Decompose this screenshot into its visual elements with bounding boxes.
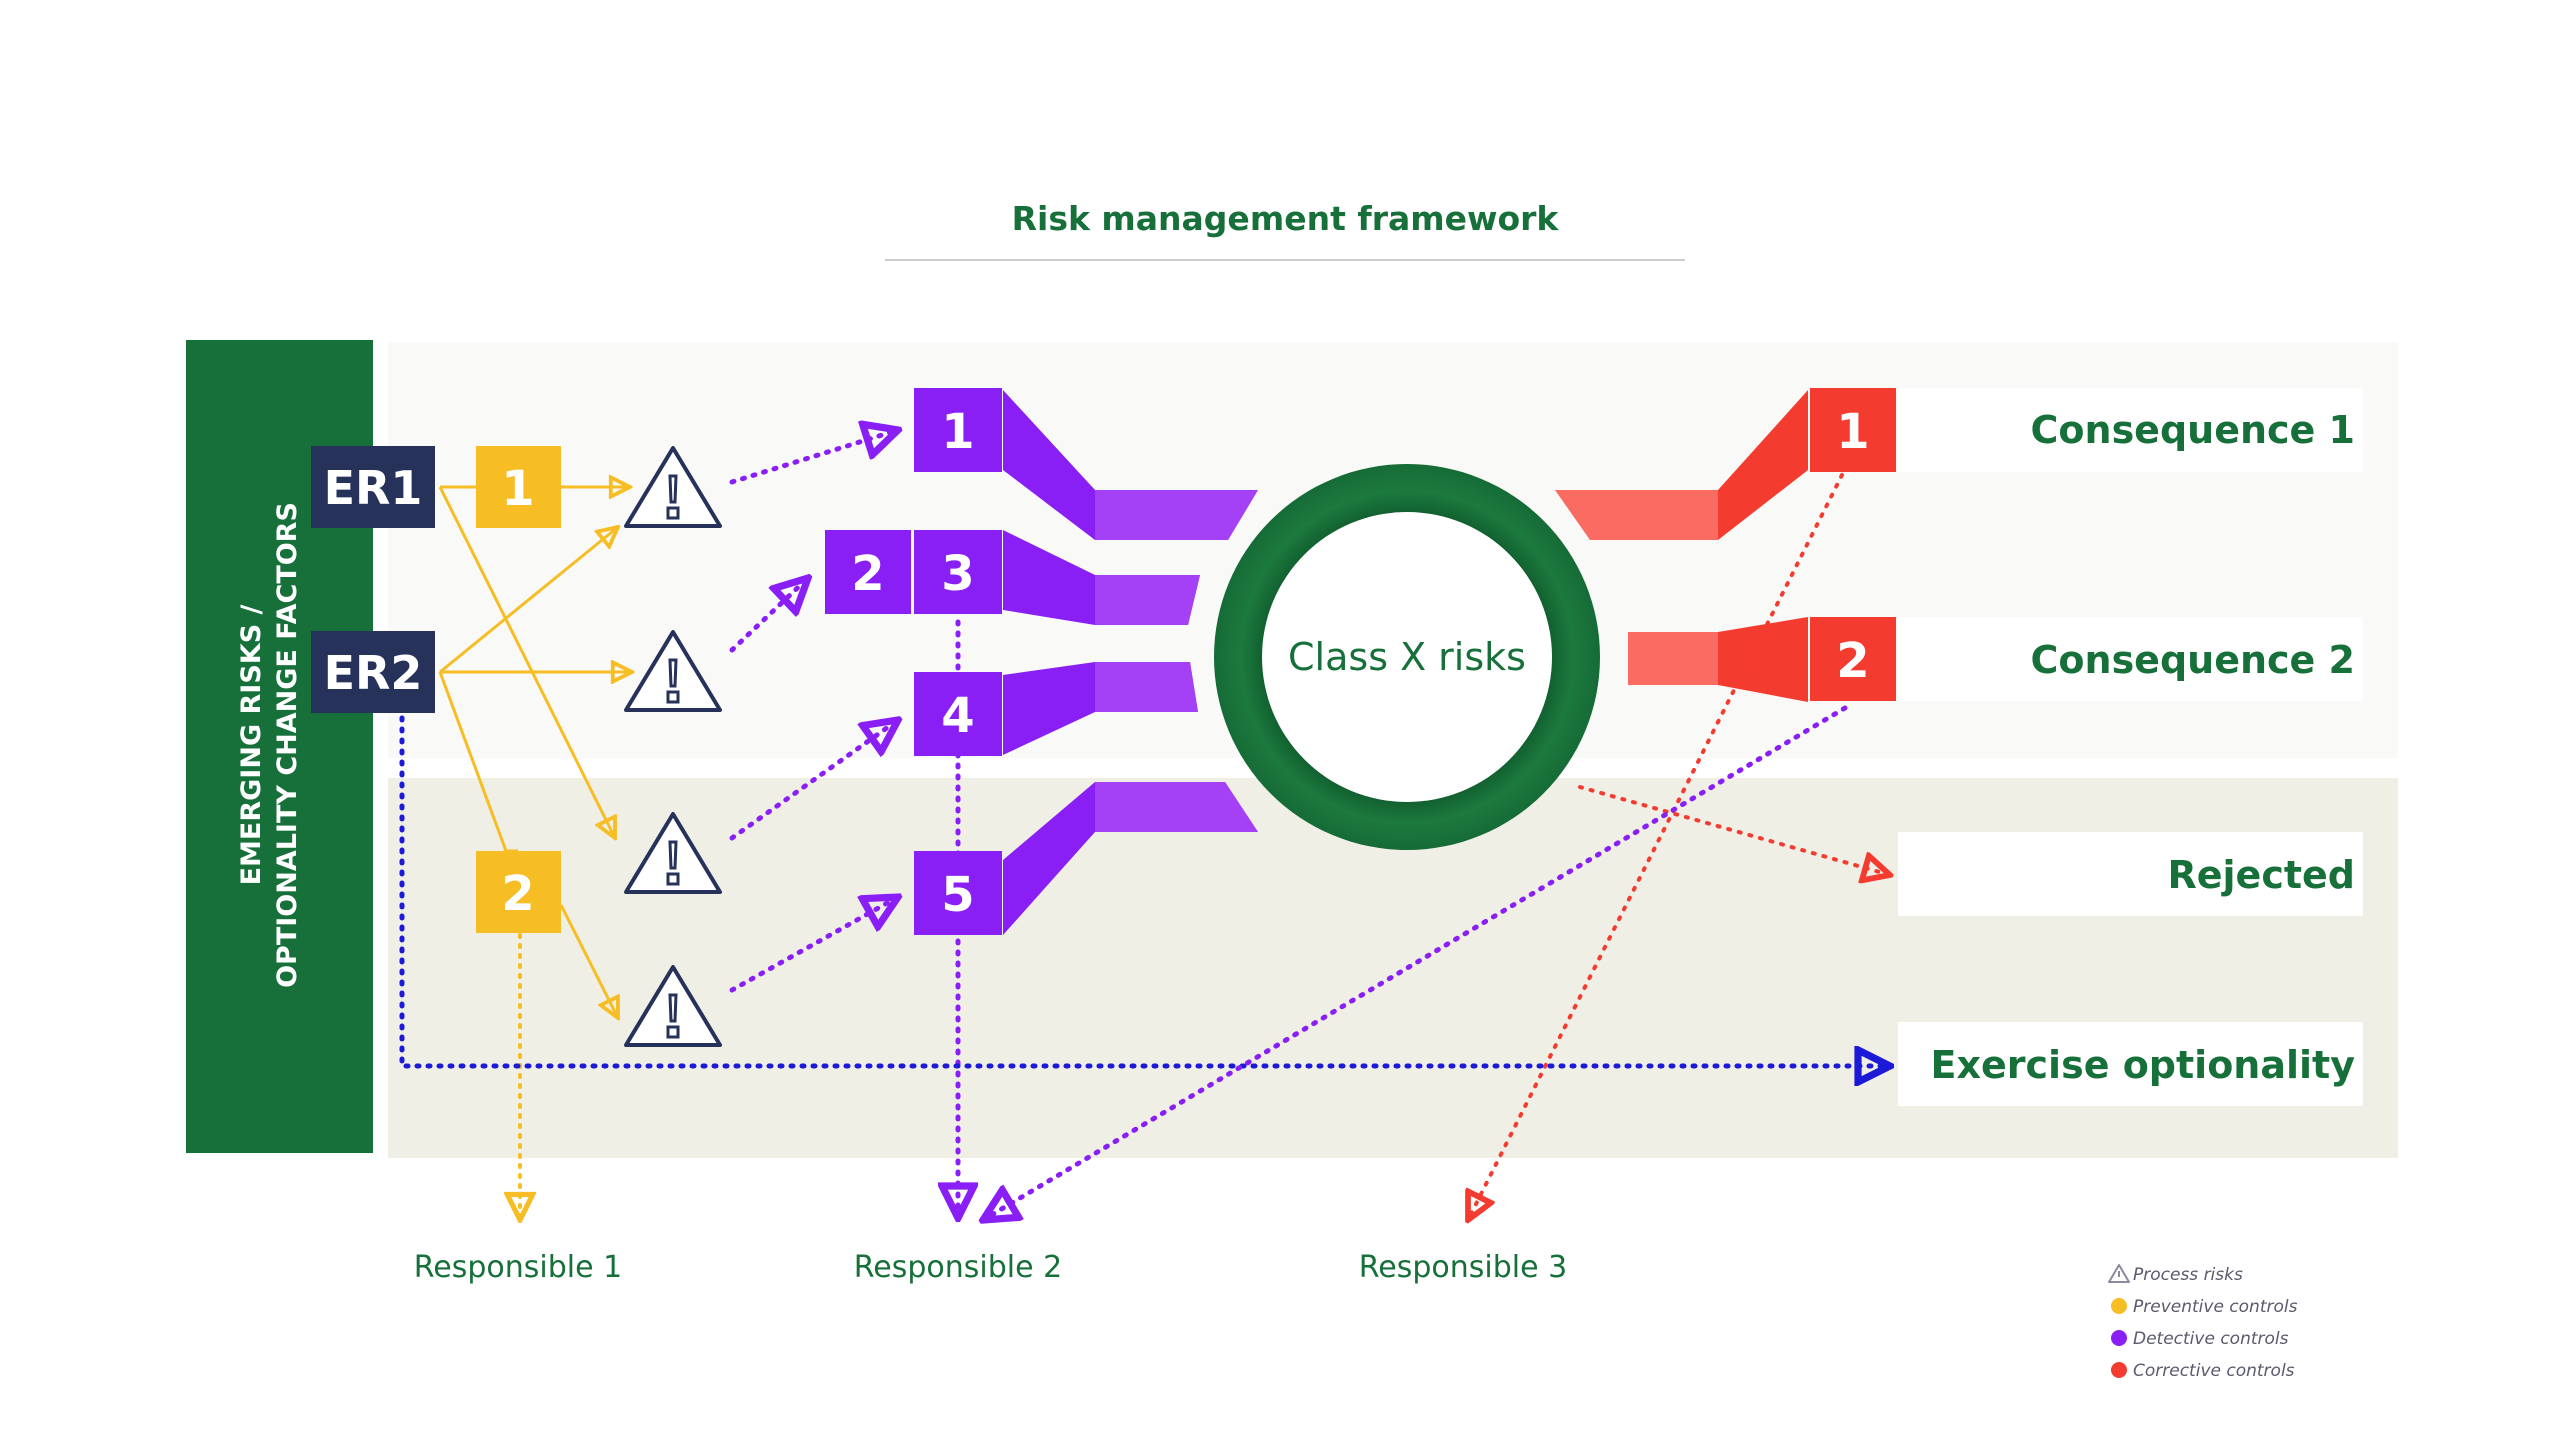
warning-triangle-icon (624, 446, 722, 528)
emerging-risks-label: EMERGING RISKS / OPTIONALITY CHANGE FACT… (236, 502, 303, 988)
legend: Process risks Preventive controls Detect… (2108, 1264, 2298, 1381)
responsible-1-label: Responsible 1 (414, 1250, 622, 1285)
optionality-arrow (399, 715, 1890, 1066)
detective-control-5-label: 5 (941, 867, 974, 923)
er2-box (311, 631, 435, 713)
detective-control-2 (825, 530, 911, 614)
center-label: Class X risks (1288, 635, 1526, 679)
detective-control-3 (914, 530, 1002, 614)
corrective-control-1 (1810, 388, 1896, 472)
legend-dot-corrective (2111, 1362, 2127, 1378)
corrective-funnels (1555, 390, 1808, 702)
warning-triangle-icon (624, 965, 722, 1047)
arrow-er2-to-risk1 (439, 527, 618, 674)
arrow-risk3-to-d4 (729, 720, 898, 841)
consequence-1-box (1898, 388, 2363, 472)
warning-triangle-icon (624, 630, 722, 712)
detective-control-3-label: 3 (941, 546, 974, 602)
preventive-arrows (438, 486, 632, 1018)
legend-process-risks: Process risks (2133, 1265, 2243, 1285)
preventive-control-2 (476, 851, 561, 933)
rejected-label: Rejected (2168, 853, 2356, 897)
legend-preventive-controls: Preventive controls (2133, 1297, 2298, 1317)
responsible-3-label: Responsible 3 (1359, 1250, 1567, 1285)
detective-control-2-label: 2 (851, 546, 884, 602)
legend-detective-controls: Detective controls (2133, 1329, 2289, 1349)
arrow-to-responsible-3 (1468, 473, 1844, 1220)
er1-label: ER1 (324, 461, 423, 515)
corrective-control-2-label: 2 (1836, 633, 1869, 689)
er2-label: ER2 (324, 646, 423, 700)
arrow-er1-to-risk3 (438, 486, 615, 838)
arrow-p2-to-risk4 (559, 904, 618, 1018)
responsible-2-label: Responsible 2 (854, 1250, 1062, 1285)
rejected-box (1898, 832, 2363, 916)
preventive-control-2-label: 2 (501, 866, 534, 922)
corrective-control-1-label: 1 (1836, 404, 1869, 460)
consequence-2-label: Consequence 2 (2031, 638, 2355, 682)
arrow-er2-to-p2 (438, 671, 518, 853)
detective-control-1-label: 1 (941, 404, 974, 460)
arrow-risk1-to-d1 (729, 430, 898, 485)
side-label-line2: OPTIONALITY CHANGE FACTORS (272, 502, 303, 988)
detective-control-1 (914, 388, 1002, 472)
side-label-line1: EMERGING RISKS / (236, 604, 267, 885)
corrective-control-2 (1810, 617, 1896, 701)
consequence-1-label: Consequence 1 (2031, 408, 2355, 452)
legend-dot-preventive (2111, 1298, 2127, 1314)
arrow-risk2-to-d2 (729, 578, 808, 653)
detective-funnels (1003, 390, 1258, 935)
legend-corrective-controls: Corrective controls (2133, 1361, 2295, 1381)
page-title: Risk management framework (1012, 199, 1560, 238)
preventive-control-1 (476, 446, 561, 528)
arrow-risk4-to-d5 (729, 897, 898, 993)
er1-box (311, 446, 435, 528)
detective-control-5 (914, 851, 1002, 935)
corrective-arrows (1468, 473, 1890, 1220)
detective-control-4 (914, 672, 1002, 756)
warning-triangle-icon (624, 812, 722, 894)
detective-control-4-label: 4 (941, 688, 974, 744)
exercise-optionality-label: Exercise optionality (1931, 1043, 2356, 1087)
preventive-control-1-label: 1 (501, 461, 534, 517)
arrow-c2-to-responsible-2 (983, 705, 1848, 1220)
exercise-optionality-box (1898, 1022, 2363, 1106)
legend-dot-detective (2111, 1330, 2127, 1346)
warning-triangle-icon (2108, 1264, 2130, 1283)
consequence-2-box (1898, 617, 2363, 701)
arrow-center-to-rejected (1578, 785, 1890, 875)
class-x-center (1262, 512, 1552, 802)
